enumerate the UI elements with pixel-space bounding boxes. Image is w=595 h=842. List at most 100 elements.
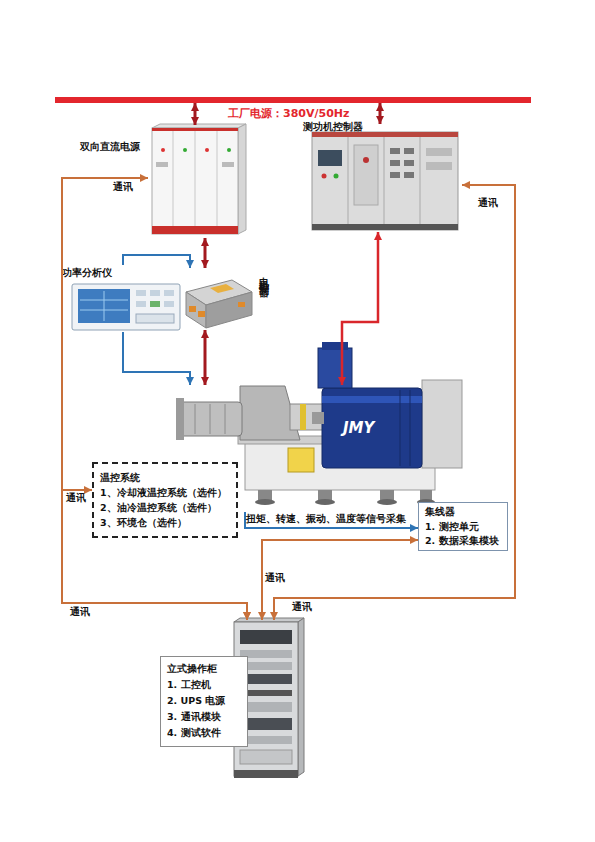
connector-label: 通讯 xyxy=(478,197,498,210)
connector xyxy=(204,330,207,385)
vent-panel xyxy=(240,750,292,764)
shaft xyxy=(312,412,324,424)
cabinet-stripe xyxy=(152,226,238,234)
button xyxy=(164,290,174,296)
node-heading: 测功机控制器 xyxy=(303,121,363,134)
connector xyxy=(245,512,418,528)
connector xyxy=(342,232,378,385)
panel-divider xyxy=(173,131,174,226)
panel-divider xyxy=(195,131,196,226)
node-heading: 集线器 xyxy=(425,505,501,520)
cabinet-base xyxy=(234,770,298,778)
bench-foot xyxy=(258,490,272,500)
connector xyxy=(123,255,190,268)
operation-cabinet: 立式操作柜1. 工控机2. UPS 电源3. 通讯模块4. 测试软件 xyxy=(158,620,304,780)
analyzer-screen xyxy=(78,289,130,323)
connector-label: 扭矩、转速、振动、温度等信号采集 xyxy=(246,512,406,526)
cooling-fin xyxy=(210,404,211,434)
connector xyxy=(204,238,207,268)
motor-under-test xyxy=(180,402,242,436)
switch xyxy=(390,160,400,166)
node-heading: 立式操作柜 xyxy=(167,661,241,677)
panel-divider xyxy=(217,131,218,226)
meter xyxy=(426,162,452,170)
cooling-fin xyxy=(225,404,226,434)
node-text: 1. 测控单元 xyxy=(425,520,501,535)
dyno-controller: 测功机控制器 xyxy=(308,124,462,232)
indicator-lamp xyxy=(227,148,231,152)
panel-divider xyxy=(420,137,421,224)
plinth xyxy=(312,224,458,230)
button xyxy=(136,290,146,296)
button xyxy=(136,301,146,307)
connector-label: 通讯 xyxy=(265,572,285,585)
node-text: 1. 工控机 xyxy=(167,677,241,693)
node-heading: 温控系统 xyxy=(100,470,230,485)
indicator-lamp xyxy=(205,148,209,152)
connector xyxy=(274,185,515,620)
torque-flange xyxy=(300,404,306,430)
terminal-box xyxy=(318,348,352,388)
hmi-screen xyxy=(318,150,342,166)
screen-trace xyxy=(104,291,105,321)
button xyxy=(150,301,160,307)
switch xyxy=(390,172,400,178)
power-analyzer: 功率分析仪 xyxy=(62,265,182,332)
cabinet-top xyxy=(152,124,246,128)
switch xyxy=(404,148,414,154)
motor-rib xyxy=(400,390,401,466)
rear-support xyxy=(422,380,462,468)
node-text: 2、油冷温控系统（选件） xyxy=(100,500,230,515)
nameplate xyxy=(222,162,234,167)
node-heading: JMY xyxy=(343,419,374,437)
button xyxy=(322,174,327,179)
connector xyxy=(123,332,190,385)
connector xyxy=(238,302,245,307)
nameplate xyxy=(156,162,168,167)
node-text: 2. UPS 电源 xyxy=(167,693,241,709)
bench-foot xyxy=(380,490,394,500)
power-bus-band: 工厂电源：380V/50Hz xyxy=(55,97,531,103)
label-panel: 立式操作柜1. 工控机2. UPS 电源3. 通讯模块4. 测试软件 xyxy=(160,656,248,747)
connector-label: 通讯 xyxy=(66,492,86,505)
connector xyxy=(189,306,196,312)
foot-pad xyxy=(377,499,397,505)
connector xyxy=(198,311,205,317)
button xyxy=(164,301,174,307)
connector-group xyxy=(62,103,515,620)
dynamometer-motor xyxy=(322,388,422,468)
node-text: 3、环境仓（选件） xyxy=(100,515,230,530)
bench-foot xyxy=(318,490,332,500)
cabinet-side xyxy=(238,124,246,234)
indicator-lamp xyxy=(161,148,165,152)
node-text: 4. 测试软件 xyxy=(167,725,241,741)
panel-divider xyxy=(384,137,385,224)
bench-foot xyxy=(420,490,432,500)
blower-cap xyxy=(322,342,348,350)
foot-pad xyxy=(255,499,275,505)
cabinet-stripe xyxy=(152,128,238,131)
cabinet-side xyxy=(298,618,304,776)
connector-label: 通讯 xyxy=(113,181,133,194)
dc-power-supply: 双向直流电源 xyxy=(148,125,246,238)
connector xyxy=(262,540,418,620)
terminal-strip xyxy=(136,314,174,323)
node-heading: 工厂电源：380V/50Hz xyxy=(228,106,349,121)
switch xyxy=(404,160,414,166)
node-text: 2. 数据采集模块 xyxy=(425,534,501,549)
node-text: 3. 通讯模块 xyxy=(167,709,241,725)
node-heading: 电机控制器 xyxy=(257,269,270,282)
panel-divider xyxy=(348,137,349,224)
cabinet-stripe xyxy=(312,132,458,137)
motor-controller: 电机控制器 xyxy=(178,268,270,330)
connector-label: 通讯 xyxy=(70,606,90,619)
cabinet-front xyxy=(152,128,238,234)
cooling-fin xyxy=(195,404,196,434)
knob xyxy=(363,157,369,163)
analyzer-body xyxy=(72,284,180,330)
controller-side xyxy=(206,292,252,328)
door-panel xyxy=(354,145,378,205)
